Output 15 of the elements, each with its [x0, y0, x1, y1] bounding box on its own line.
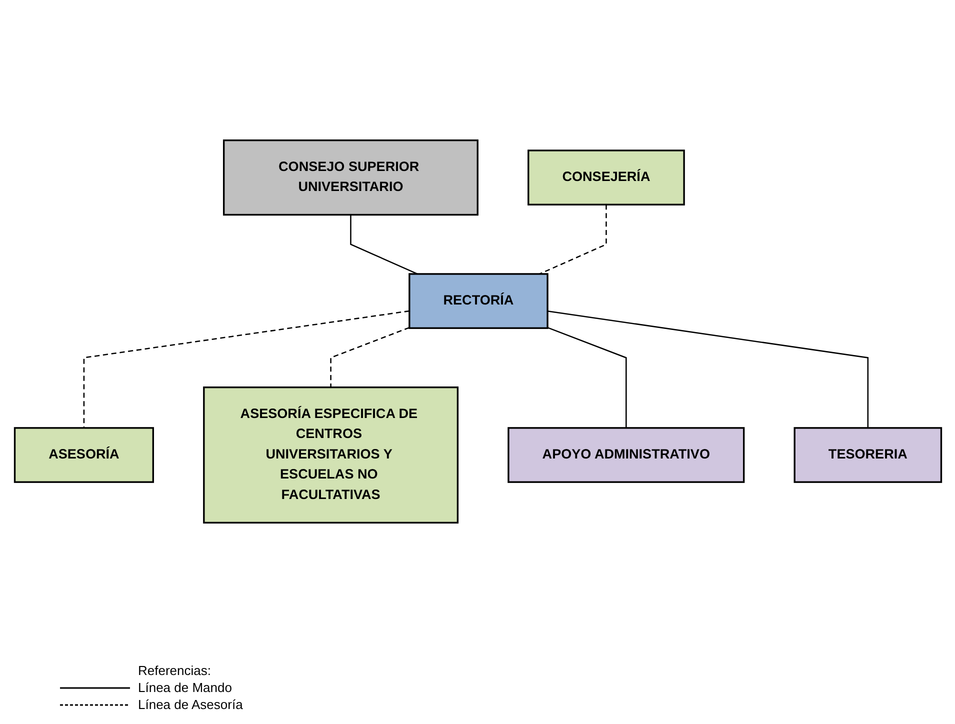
- node-box: TESORERIA: [793, 427, 942, 483]
- connector: [330, 326, 410, 388]
- node-box: CONSEJERÍA: [527, 150, 684, 206]
- node-box: ASESORÍA: [13, 427, 154, 483]
- node-box: CONSEJO SUPERIOR UNIVERSITARIO: [222, 139, 478, 216]
- connector: [538, 204, 606, 275]
- legend-heading: Referencias:: [138, 663, 212, 678]
- node-box: ASESORÍA ESPECIFICA DE CENTROS UNIVERSITARIOS Y ESCUELAS NO FACULTATIVAS: [202, 386, 458, 524]
- legend-label: Línea de Mando: [138, 680, 232, 695]
- node-box: APOYO ADMINISTRATIVO: [507, 427, 744, 483]
- connector: [546, 326, 626, 428]
- node-box: RECTORÍA: [408, 273, 548, 329]
- connector: [350, 214, 418, 275]
- legend-label: Línea de Asesoría: [138, 697, 243, 712]
- connector: [546, 310, 868, 428]
